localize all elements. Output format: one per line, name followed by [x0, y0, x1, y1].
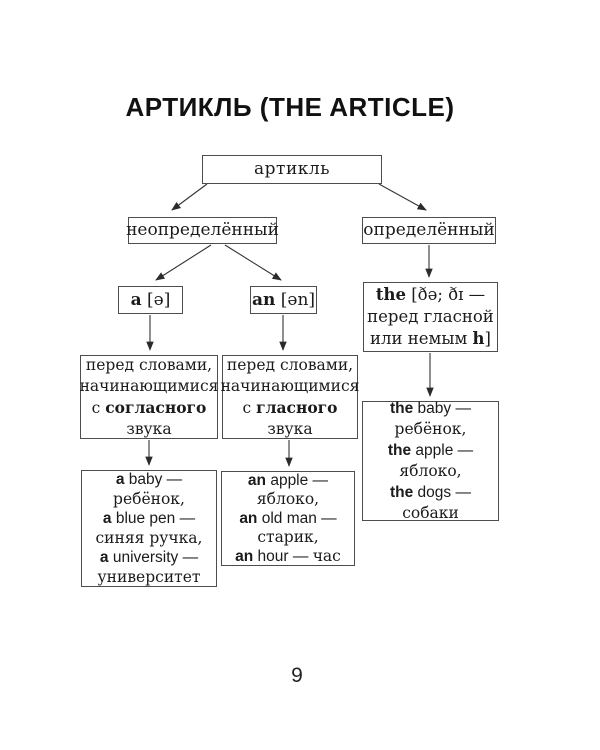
- article-an-word: an [ən]: [251, 289, 316, 310]
- arrow-indefinite-to-an: [224, 244, 282, 281]
- node-examples-a: a baby — ребёнок, a blue pen — синяя руч…: [81, 470, 217, 587]
- example-line: яблоко,: [256, 490, 320, 508]
- example-line: ребёнок,: [394, 420, 467, 438]
- node-definite: определённый: [362, 217, 496, 244]
- node-examples-the: the baby — ребёнок, the apple — яблоко, …: [362, 400, 499, 522]
- the-line-1: the [ðə; ðɪ —: [375, 285, 486, 304]
- example-line: a university —: [99, 549, 199, 566]
- node-rule-vowel: перед словами, начинающимися с гласного …: [220, 355, 360, 439]
- node-rule-consonant: перед словами, начинающимися с согласног…: [80, 355, 218, 439]
- example-line: an old man —: [239, 510, 337, 527]
- rule-vowel-line-4: звука: [267, 419, 313, 438]
- node-article-an: an [ən]: [250, 286, 317, 314]
- example-line: яблоко,: [399, 462, 462, 480]
- example-line: the dogs —: [390, 484, 471, 501]
- rule-consonant-line-4: звука: [126, 419, 172, 438]
- node-article-root: артикль: [202, 155, 382, 184]
- the-line-3: или немым h]: [370, 329, 491, 348]
- arrow-root-to-definite: [378, 183, 427, 211]
- node-indefinite: неопределённый: [126, 217, 279, 244]
- rule-consonant-line-3: с согласного: [91, 397, 207, 417]
- rule-vowel-line-2: начинающимися: [220, 376, 360, 395]
- example-line: the baby —: [390, 400, 471, 417]
- node-indefinite-label: неопределённый: [126, 220, 279, 241]
- rule-consonant-line-1: перед словами,: [85, 355, 213, 374]
- rule-vowel-line-3: с гласного: [242, 397, 338, 417]
- node-definite-label: определённый: [363, 220, 495, 241]
- example-line: собаки: [402, 504, 459, 522]
- example-line: a blue pen —: [102, 510, 196, 527]
- example-line: the apple —: [387, 442, 474, 459]
- page-title: АРТИКЛЬ (THE ARTICLE): [125, 92, 455, 122]
- example-line: an apple —: [247, 472, 329, 489]
- example-line: ребёнок,: [113, 489, 185, 508]
- example-line: университет: [97, 567, 201, 586]
- arrow-root-to-indefinite: [171, 183, 208, 211]
- node-article-the: the [ðə; ðɪ — перед гласной или немым h]: [363, 282, 498, 352]
- rule-vowel-line-1: перед словами,: [226, 355, 354, 374]
- rule-consonant-line-2: начинающимися: [79, 376, 219, 395]
- node-article-a: a [ə]: [118, 286, 183, 314]
- example-line: an hour — час: [235, 547, 341, 565]
- node-article-root-label: артикль: [254, 159, 330, 180]
- example-line: a baby —: [115, 471, 183, 488]
- article-a-word: a [ə]: [130, 289, 171, 310]
- page-number: 9: [291, 664, 303, 687]
- node-examples-an: an apple — яблоко, an old man — старик, …: [221, 471, 355, 566]
- the-line-2: перед гласной: [367, 307, 494, 326]
- arrow-indefinite-to-a: [155, 244, 212, 281]
- example-line: старик,: [257, 528, 319, 546]
- example-line: синяя ручка,: [95, 528, 203, 547]
